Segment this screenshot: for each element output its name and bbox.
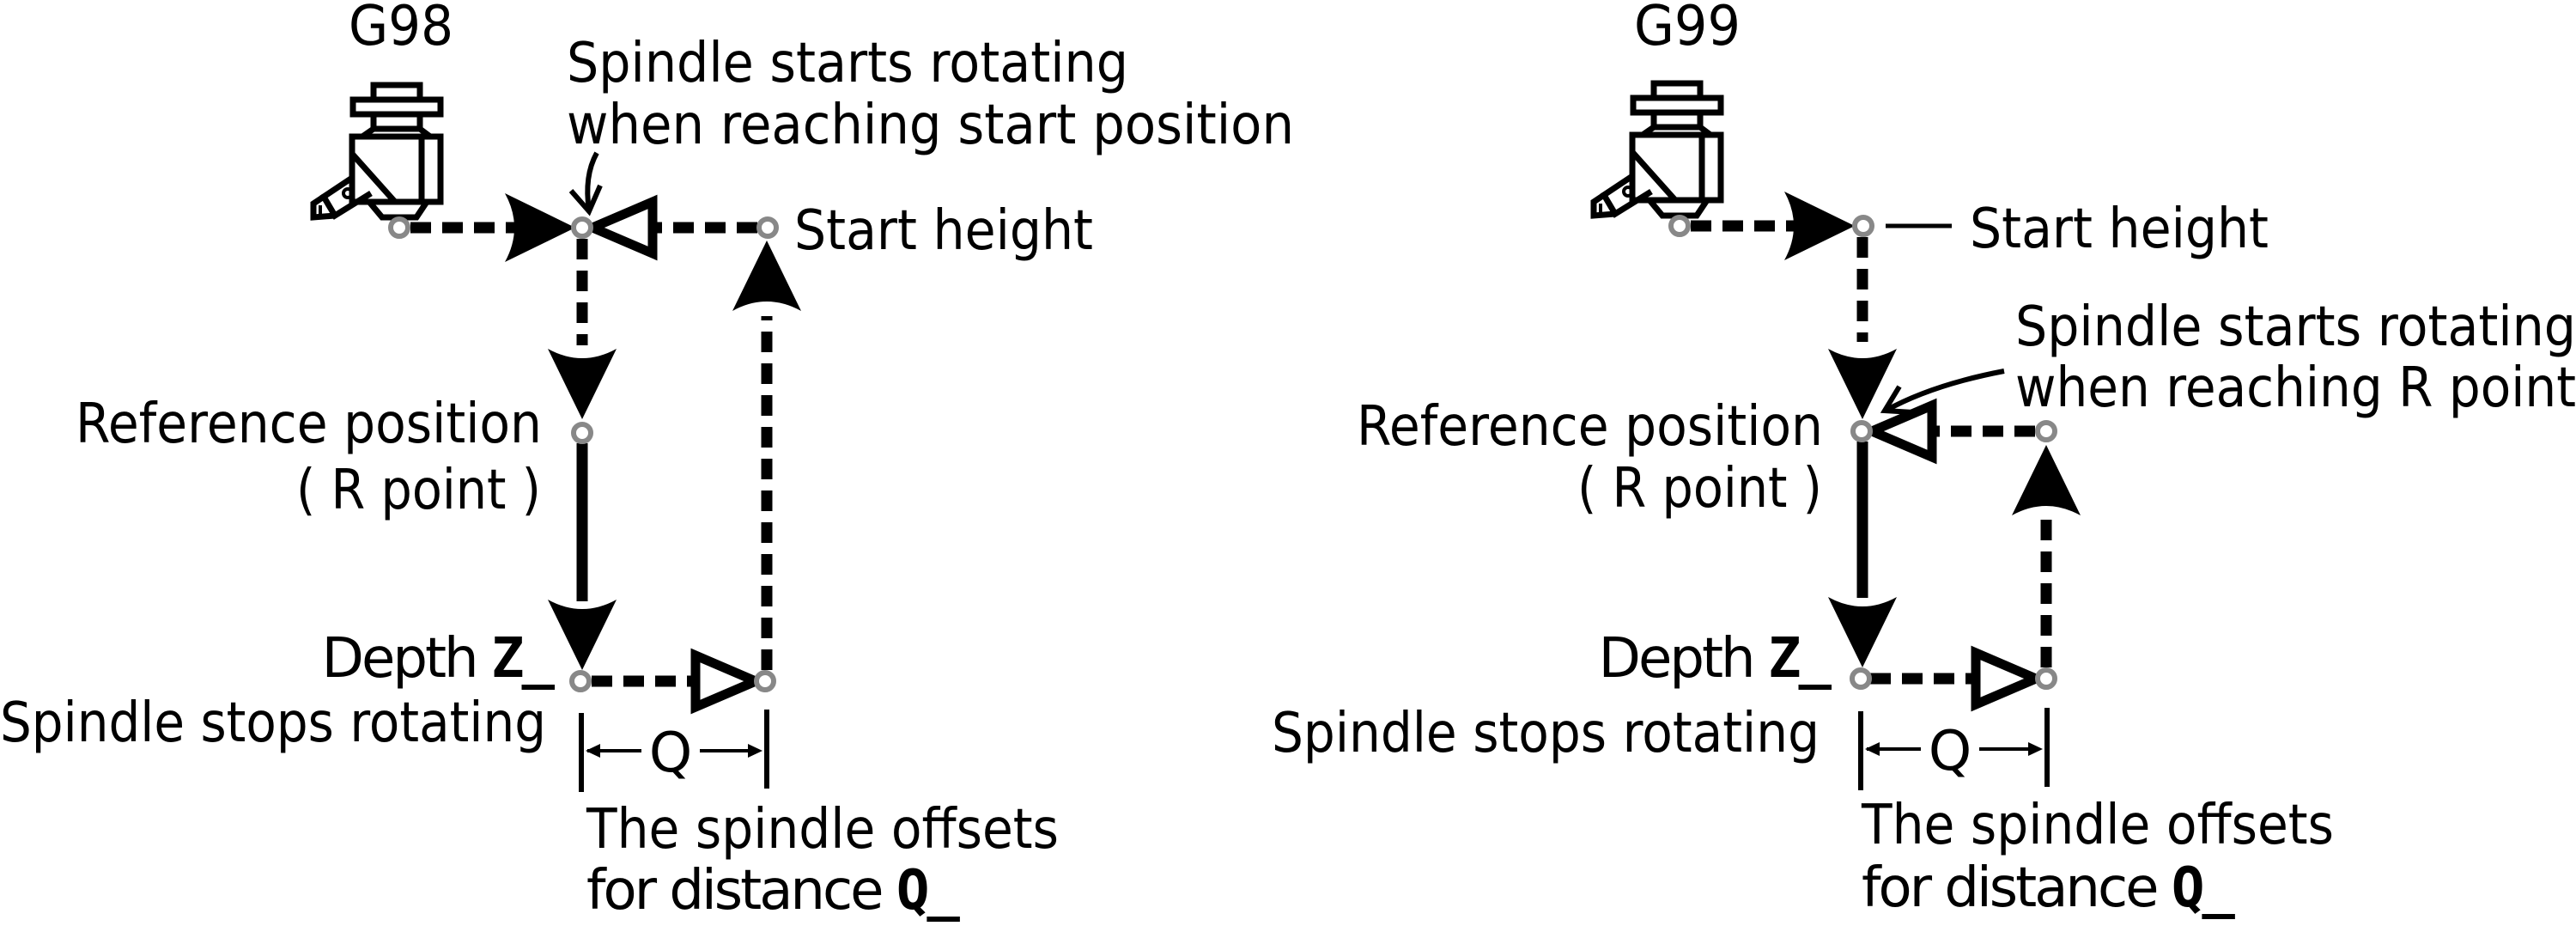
arrowhead-right-icon xyxy=(505,193,575,262)
offset-label-line-2: for distance Q_ xyxy=(1862,856,2235,920)
depth-label: Depth Z_ xyxy=(322,627,556,691)
callout-arrowhead-icon xyxy=(1880,385,1914,415)
offset-prefix: for distance xyxy=(586,859,896,923)
start-height-label: Start height xyxy=(1970,198,2269,261)
dimension-arrowhead-left-icon xyxy=(586,744,600,758)
callout-arrow-icon xyxy=(1884,369,2005,413)
dimension-arrowhead-left-icon xyxy=(1865,742,1880,756)
offset-point xyxy=(2035,667,2057,690)
dimension-arrowhead-right-icon xyxy=(2028,742,2043,756)
note-line-1: Spindle starts rotating xyxy=(2015,295,2576,359)
depth-point xyxy=(569,670,592,692)
start-point xyxy=(388,216,410,239)
spindle-head-icon xyxy=(313,85,440,217)
note-line-1: Spindle starts rotating xyxy=(567,32,1128,95)
q-dimension-label: Q xyxy=(649,722,692,785)
arrowhead-right-icon xyxy=(1784,192,1855,260)
open-arrowhead-left-icon xyxy=(592,202,653,253)
offset-code: Q_ xyxy=(2172,856,2236,920)
arrowhead-down-icon xyxy=(548,600,617,670)
r-level-return-point xyxy=(2035,420,2057,442)
depth-code: Z_ xyxy=(491,627,556,691)
offset-label-line-2: for distance Q_ xyxy=(586,859,960,923)
arrowhead-down-icon xyxy=(548,349,617,419)
note-line-2: when reaching R point xyxy=(2015,356,2576,420)
spindle-head-icon xyxy=(1594,83,1721,216)
callout-arrow-icon xyxy=(585,151,599,211)
depth-label: Depth Z_ xyxy=(1599,627,1832,691)
dimension-arrowhead-right-icon xyxy=(748,744,762,758)
start-height-label: Start height xyxy=(794,199,1093,263)
offset-prefix: for distance xyxy=(1862,856,2172,920)
panel-title: G99 xyxy=(1634,0,1741,58)
arrowhead-up-icon xyxy=(732,241,801,311)
arrowhead-down-icon xyxy=(1828,597,1897,667)
panel-g98: G98 Spindle starts rotating when xyxy=(0,0,1294,923)
q-dimension-label: Q xyxy=(1929,720,1971,783)
open-arrowhead-right-icon xyxy=(1976,653,2036,704)
depth-point xyxy=(1850,667,1872,690)
panel-g99: G99 Start height Spindle starts xyxy=(1272,0,2576,920)
start-point xyxy=(1668,215,1691,237)
junction-point xyxy=(571,216,593,239)
reference-label-line-1: Reference position xyxy=(76,393,542,456)
spindle-stops-label: Spindle stops rotating xyxy=(0,691,546,755)
reference-label-line-2: ( R point ) xyxy=(1577,457,1822,521)
offset-label-line-1: The spindle offsets xyxy=(586,798,1059,862)
note-line-2: when reaching start position xyxy=(567,94,1294,157)
callout-arrowhead-icon xyxy=(568,184,603,216)
r-point xyxy=(571,422,593,444)
depth-prefix: Depth xyxy=(1599,627,1768,691)
arrowhead-up-icon xyxy=(2012,445,2081,515)
reference-label-line-2: ( R point ) xyxy=(296,459,541,522)
depth-prefix: Depth xyxy=(322,627,491,691)
spindle-stops-label: Spindle stops rotating xyxy=(1272,702,1820,765)
reference-label-line-1: Reference position xyxy=(1357,395,1823,459)
start-height-point xyxy=(1852,215,1874,237)
depth-code: Z_ xyxy=(1768,627,1832,691)
open-arrowhead-right-icon xyxy=(696,655,756,707)
panel-title: G98 xyxy=(349,0,453,58)
offset-code: Q_ xyxy=(896,859,961,923)
offset-point xyxy=(754,670,776,692)
offset-label-line-1: The spindle offsets xyxy=(1861,794,2334,857)
r-point xyxy=(1850,420,1873,442)
start-height-point xyxy=(756,216,779,239)
